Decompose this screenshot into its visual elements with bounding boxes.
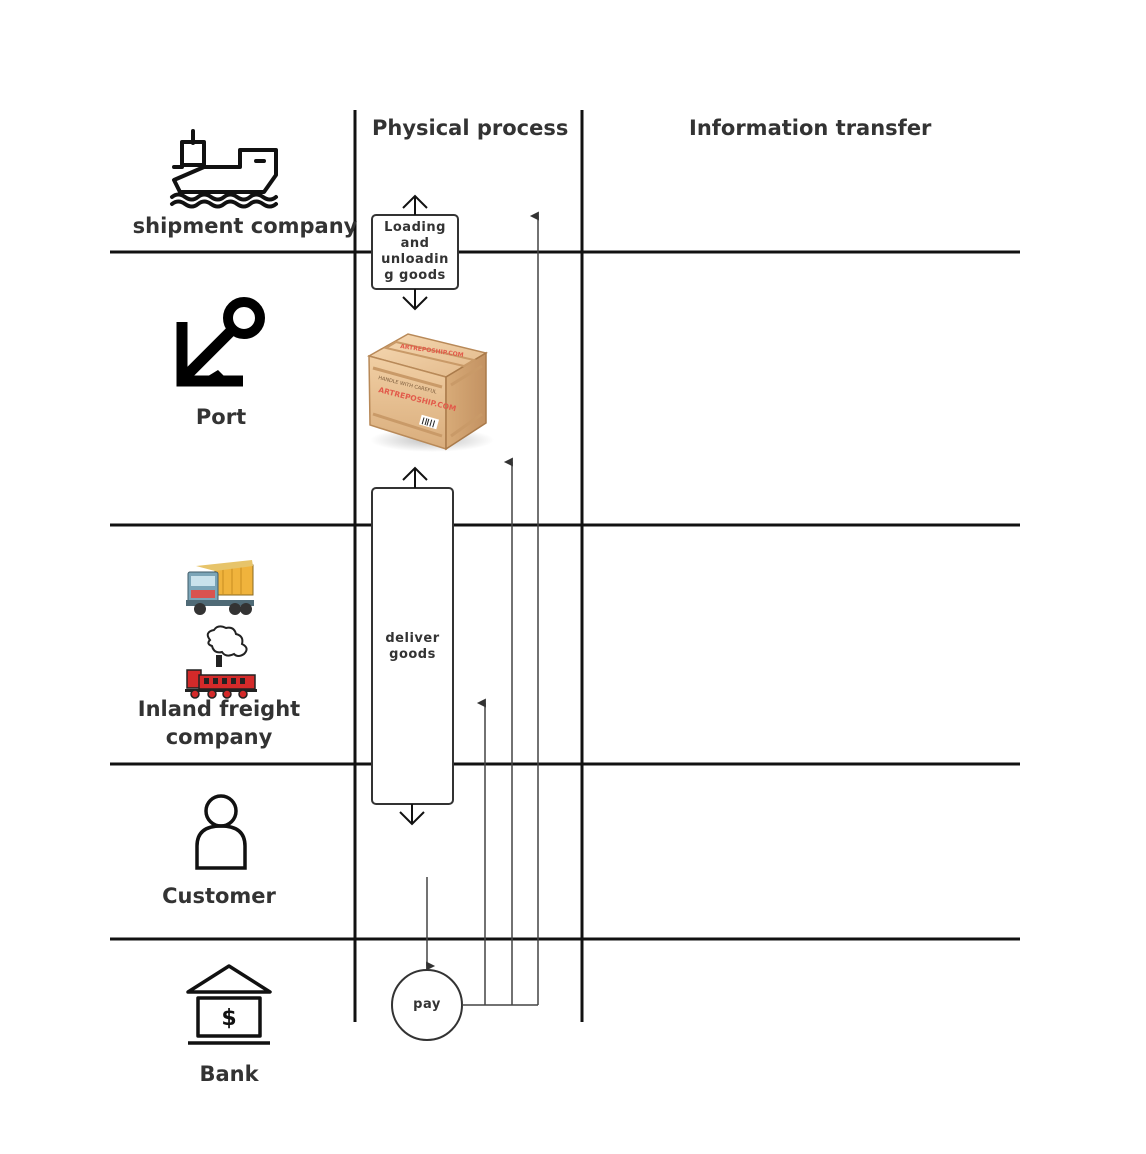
lane-label-inland-freight-2: company: [165, 725, 273, 749]
anchor-icon: [176, 297, 265, 387]
lane-label-bank: Bank: [199, 1062, 259, 1086]
lane-label-shipment-company: shipment company: [132, 214, 358, 238]
lane-label-port: Port: [195, 405, 247, 429]
column-separators: [353, 110, 584, 1022]
loading-box: [371, 194, 459, 311]
pay-connectors: [462, 211, 539, 1006]
cargo-crate-image: ARTREPOSHIP.COM HANDLE WITH CAREFUL ARTR…: [367, 333, 494, 452]
physical-process-header: Physical process: [372, 116, 569, 140]
lane-label-inland-freight-1: Inland freight: [137, 697, 301, 721]
lane-label-customer: Customer: [162, 884, 276, 908]
ship-icon: [170, 129, 278, 209]
pay-text: pay: [413, 997, 441, 1012]
truck-icon: [186, 560, 254, 615]
information-transfer-header: Information transfer: [689, 116, 932, 140]
bank-icon: $: [186, 964, 272, 1045]
bank-dollar-text: $: [221, 1006, 236, 1031]
deliver-box: [371, 466, 454, 826]
train-icon: [185, 625, 257, 699]
loading-box-text: Loading and unloadin g goods: [381, 220, 449, 283]
deliver-box-text: deliver goods: [385, 631, 440, 662]
person-icon: [195, 794, 247, 870]
lane-separators: [110, 250, 1020, 941]
